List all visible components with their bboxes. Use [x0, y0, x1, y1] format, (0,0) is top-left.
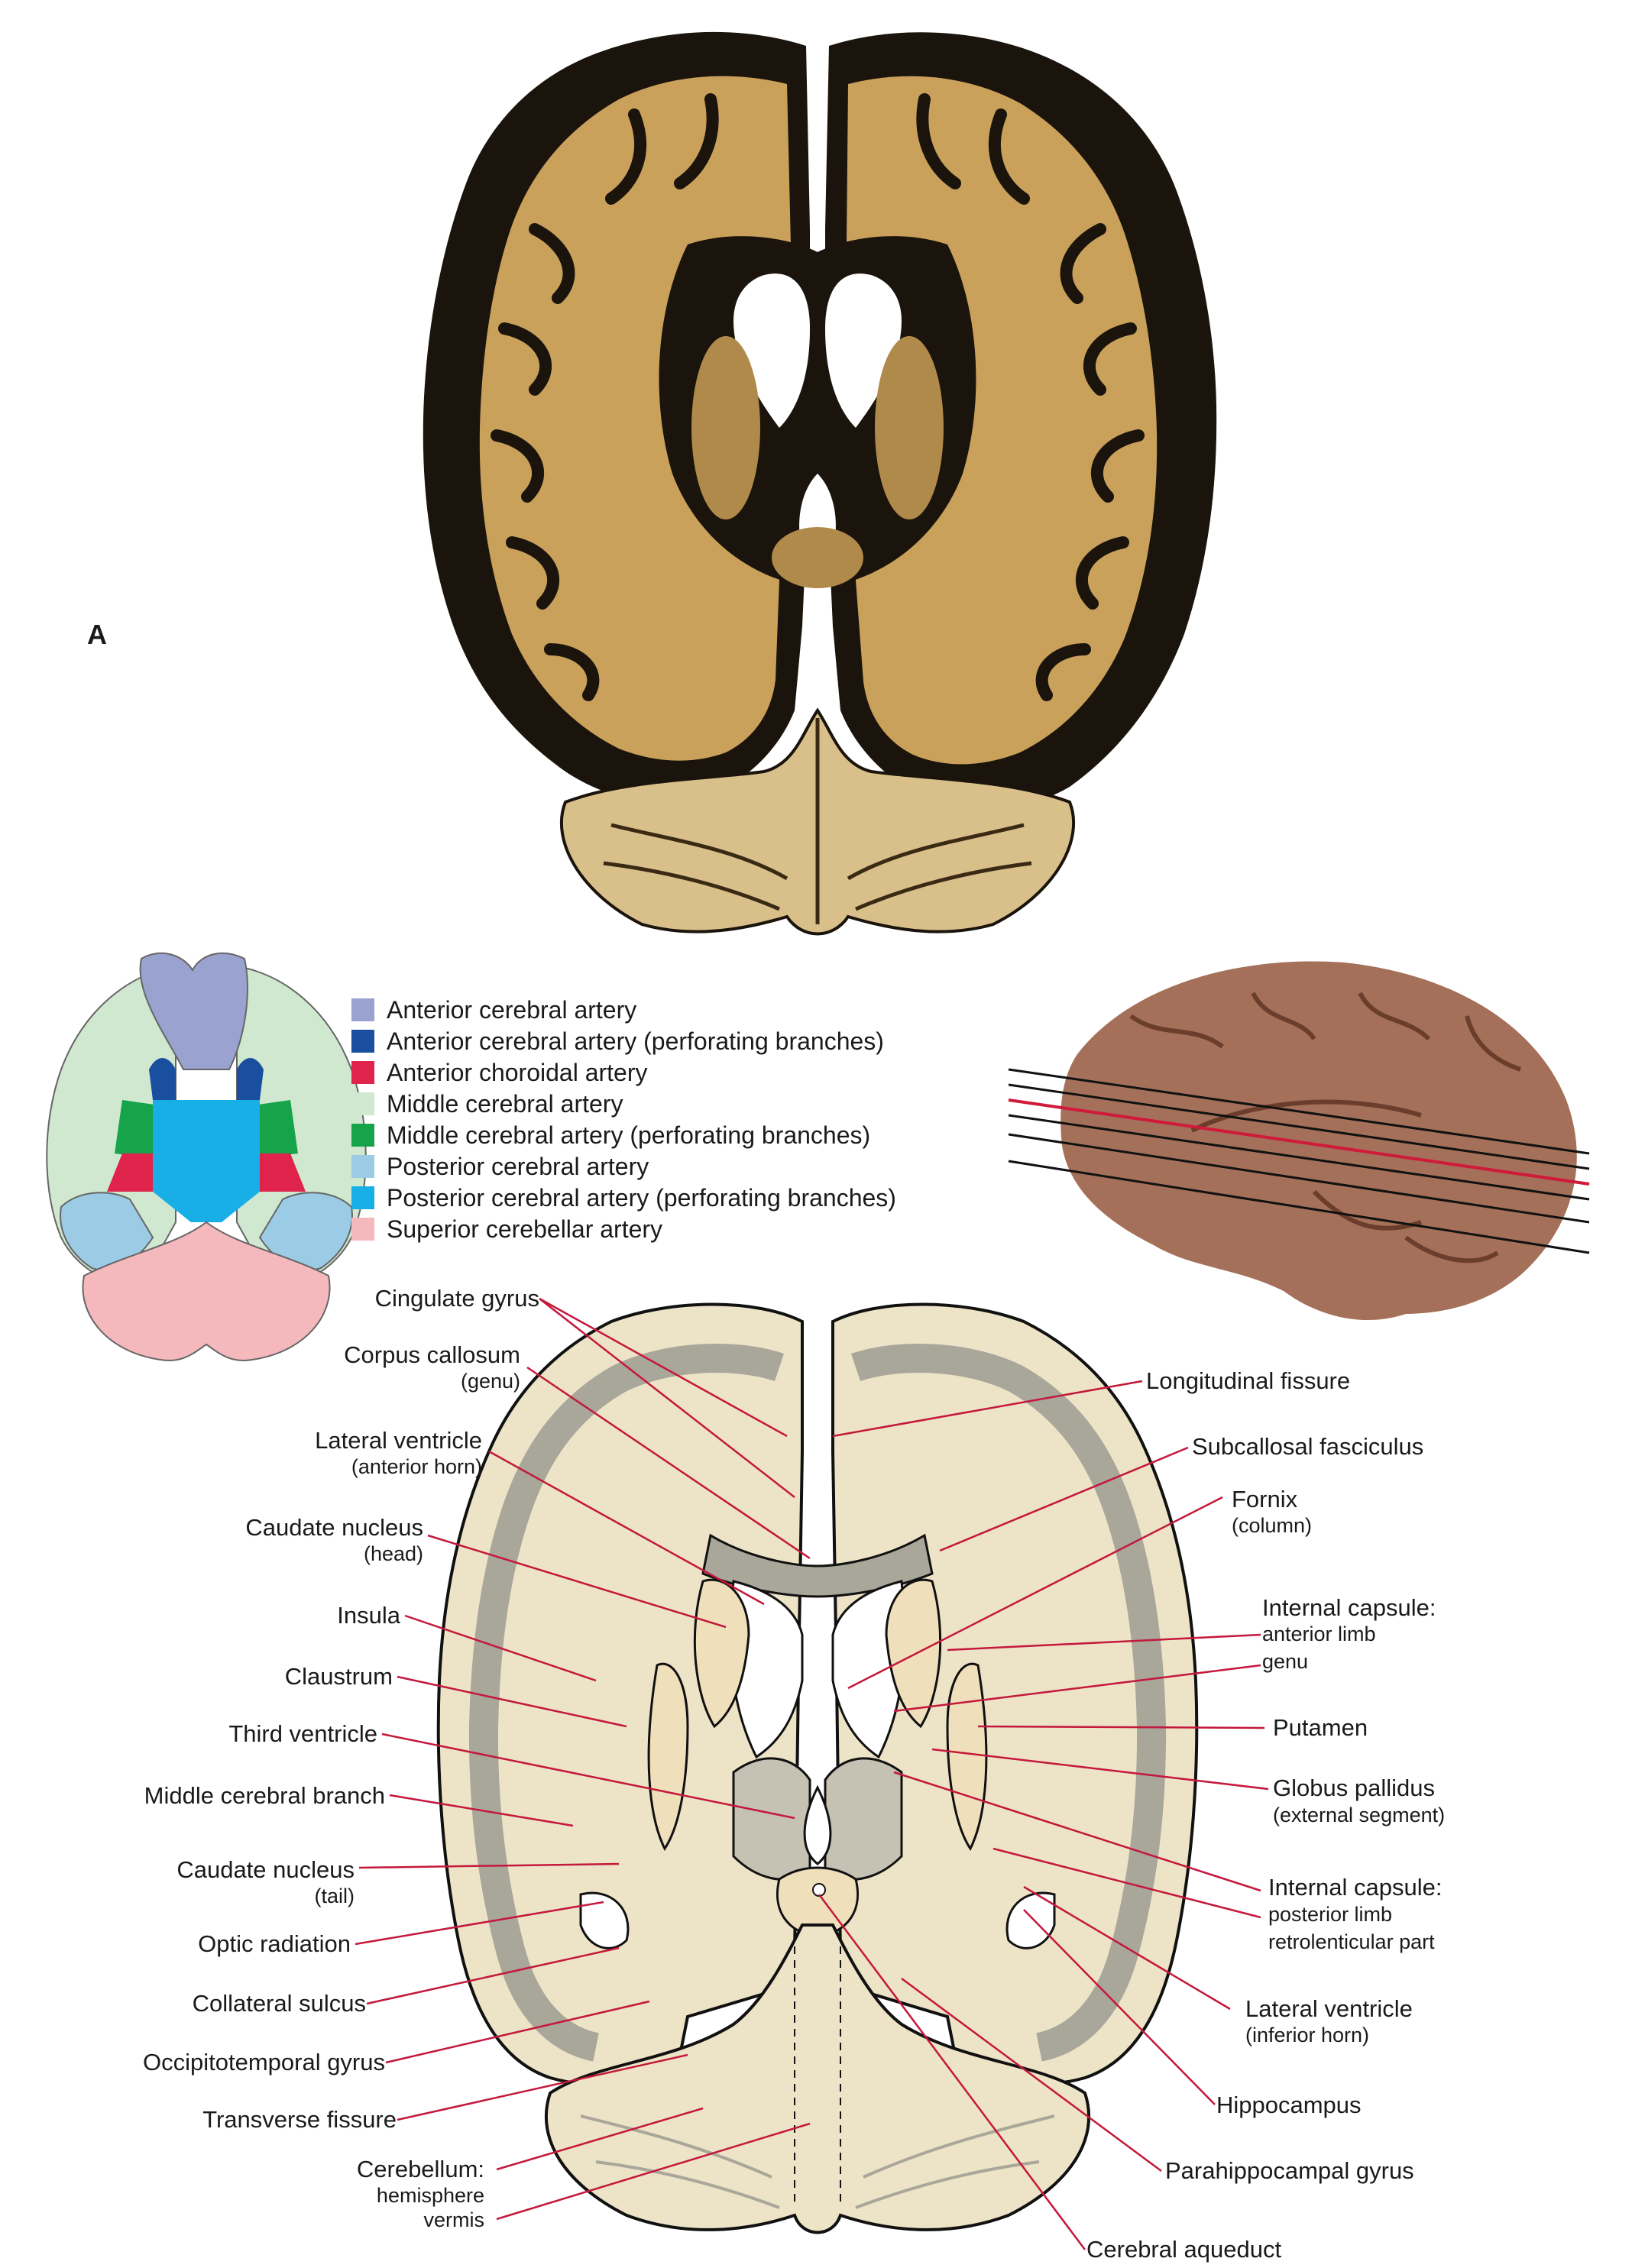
- label-cerebellum: Cerebellum:: [356, 2156, 484, 2182]
- legend-swatch: [351, 1124, 374, 1147]
- label-putamen: Putamen: [1273, 1714, 1368, 1741]
- label-subcallosal-fasciculus: Subcallosal fasciculus: [1192, 1433, 1424, 1460]
- legend-swatch: [351, 1218, 374, 1241]
- diagram-corpus-callosum: [701, 1533, 934, 1598]
- label-caudate-tail-sub: (tail): [314, 1885, 355, 1907]
- label-lateral-ventricle-sub: (anterior horn): [351, 1455, 482, 1478]
- legend-item: Posterior cerebral artery (perforating b…: [351, 1183, 896, 1213]
- label-lateral-ventricle-inf-sub: (inferior horn): [1245, 2024, 1370, 2046]
- label-globus-pallidus: Globus pallidus: [1273, 1775, 1435, 1801]
- label-corpus-callosum: Corpus callosum: [344, 1341, 520, 1368]
- label-internal-capsule-anterior: anterior limb: [1262, 1623, 1376, 1645]
- leader-lines: [355, 1297, 1269, 2250]
- label-internal-capsule-posterior: posterior limb: [1268, 1903, 1393, 1926]
- label-cerebellum-vermis: vermis: [423, 2208, 485, 2231]
- label-third-ventricle: Third ventricle: [228, 1720, 377, 1747]
- legend-item: Anterior cerebral artery (perforating br…: [351, 1026, 884, 1056]
- legend-swatch: [351, 1030, 374, 1053]
- label-cingulate-gyrus: Cingulate gyrus: [374, 1285, 539, 1312]
- label-fornix: Fornix: [1232, 1486, 1298, 1513]
- label-claustrum: Claustrum: [284, 1663, 393, 1690]
- label-fornix-sub: (column): [1232, 1514, 1313, 1537]
- label-longitudinal-fissure: Longitudinal fissure: [1146, 1367, 1351, 1394]
- label-transverse-fissure: Transverse fissure: [202, 2106, 397, 2133]
- label-occipitotemporal-gyrus: Occipitotemporal gyrus: [142, 2049, 385, 2075]
- legend-swatch: [351, 1186, 374, 1209]
- diagram-third-ventricle: [803, 1784, 832, 1865]
- label-cerebellum-hemisphere: hemisphere: [376, 2184, 484, 2207]
- label-internal-capsule-retro: retrolenticular part: [1268, 1930, 1435, 1953]
- legend-swatch: [351, 998, 374, 1021]
- label-caudate-tail: Caudate nucleus: [176, 1856, 355, 1883]
- legend-label: Posterior cerebral artery (perforating b…: [387, 1183, 896, 1212]
- label-hippocampus: Hippocampus: [1216, 2092, 1362, 2118]
- legend-item: Middle cerebral artery (perforating bran…: [351, 1120, 870, 1150]
- label-caudate-nucleus: Caudate nucleus: [245, 1514, 423, 1541]
- legend-swatch: [351, 1092, 374, 1115]
- label-cerebral-aqueduct: Cerebral aqueduct: [1086, 2236, 1282, 2263]
- label-internal-capsule: Internal capsule:: [1262, 1594, 1436, 1621]
- plane-line: [1008, 1068, 1590, 1155]
- stained-brain-section-photo: [423, 31, 1217, 936]
- sca-territory: [82, 1221, 331, 1361]
- label-globus-pallidus-sub: (external segment): [1273, 1804, 1446, 1826]
- label-collateral-sulcus: Collateral sulcus: [192, 1990, 366, 2017]
- label-parahippocampal-gyrus: Parahippocampal gyrus: [1165, 2157, 1414, 2184]
- photo-lateral-ventricle-left: [733, 273, 810, 428]
- label-internal-capsule-genu: genu: [1262, 1650, 1309, 1673]
- legend-label: Anterior cerebral artery: [387, 995, 637, 1024]
- label-lateral-ventricle-inf: Lateral ventricle: [1245, 1995, 1413, 2022]
- diagram-cerebellum: [545, 1923, 1090, 2234]
- legend-swatch: [351, 1155, 374, 1178]
- photo-lateral-ventricle-right: [825, 273, 902, 428]
- label-corpus-callosum-sub: (genu): [460, 1370, 520, 1393]
- label-middle-cerebral-branch: Middle cerebral branch: [144, 1782, 385, 1809]
- legend-label: Anterior choroidal artery: [387, 1058, 648, 1086]
- label-internal-capsule-2: Internal capsule:: [1268, 1874, 1443, 1901]
- legend-label: Superior cerebellar artery: [387, 1215, 663, 1243]
- legend-item: Anterior choroidal artery: [351, 1057, 647, 1088]
- label-insula: Insula: [337, 1602, 400, 1629]
- label-optic-radiation: Optic radiation: [198, 1930, 351, 1957]
- legend-label: Posterior cerebral artery: [387, 1152, 649, 1180]
- sagittal-brain-photo: [1008, 961, 1590, 1321]
- panel-letter: A: [87, 619, 107, 650]
- label-lateral-ventricle: Lateral ventricle: [315, 1427, 482, 1454]
- legend-item: Posterior cerebral artery: [351, 1151, 649, 1182]
- label-caudate-nucleus-sub: (head): [363, 1542, 423, 1565]
- legend-item: Anterior cerebral artery: [351, 995, 636, 1025]
- legend-item: Middle cerebral artery: [351, 1089, 623, 1119]
- labeled-section-drawing: [436, 1302, 1199, 2234]
- legend-swatch: [351, 1061, 374, 1084]
- legend-label: Middle cerebral artery (perforating bran…: [387, 1121, 871, 1149]
- plane-line-red: [1008, 1098, 1590, 1186]
- arterial-territory-map: [46, 952, 367, 1361]
- aca-territory: [139, 952, 248, 1070]
- legend-label: Anterior cerebral artery (perforating br…: [387, 1027, 884, 1055]
- legend-label: Middle cerebral artery: [387, 1089, 623, 1118]
- legend-item: Superior cerebellar artery: [351, 1214, 662, 1244]
